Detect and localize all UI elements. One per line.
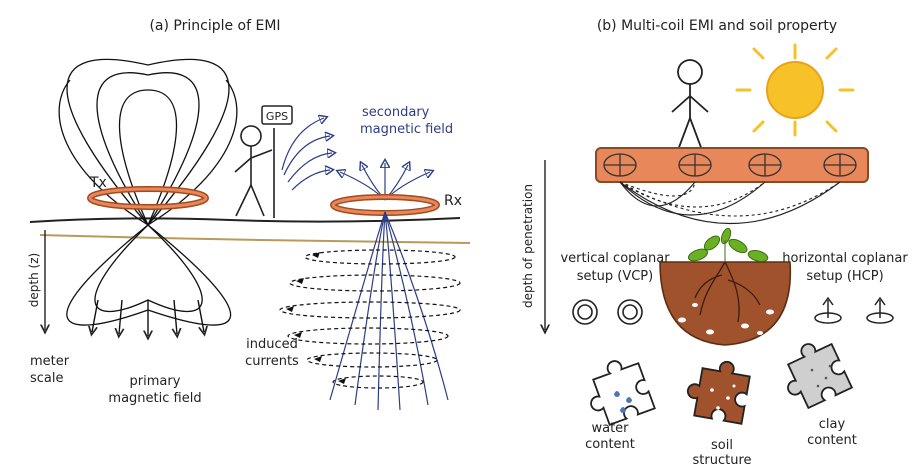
surveyor-figure <box>671 59 709 151</box>
tx-label: Tx <box>89 175 107 191</box>
soil-boundary-line <box>39 234 471 244</box>
gps-label: GPS <box>266 110 288 123</box>
plant-leaves <box>687 227 769 262</box>
multi-coil-instrument <box>595 147 869 183</box>
plant-roots <box>694 261 761 323</box>
water-content-line1: water <box>591 421 629 436</box>
panel-b-title: (b) Multi-coil EMI and soil property <box>597 18 837 34</box>
primary-field-line2: magnetic field <box>108 391 201 406</box>
secondary-field-fan <box>281 118 332 191</box>
vcp-label-line1: vertical coplanar <box>560 251 670 266</box>
secondary-field-line2: magnetic field <box>360 122 453 137</box>
clay-content-line2: content <box>807 433 857 448</box>
sun-icon <box>735 43 855 137</box>
soil-structure-line1: soil <box>711 438 733 453</box>
primary-field-lines <box>58 58 238 326</box>
soil-structure-line2: structure <box>693 453 752 467</box>
water-content-puzzle <box>590 360 656 426</box>
instrument-coils <box>603 153 857 177</box>
ground-surface-line <box>29 217 461 223</box>
panel-a: (a) Principle of EMI Tx depth (z) meter <box>27 18 471 411</box>
penetration-curves <box>619 181 841 224</box>
induced-current-arrowheads <box>286 252 346 384</box>
induced-currents-line2: currents <box>245 354 299 369</box>
clay-content-line1: clay <box>819 417 846 432</box>
gps-sign <box>261 105 293 125</box>
induced-currents-line1: induced <box>246 337 298 352</box>
vcp-label-line2: setup (VCP) <box>577 269 653 284</box>
rx-label: Rx <box>444 193 462 209</box>
operator-figure <box>234 125 275 218</box>
hcp-coil-icons <box>814 296 894 324</box>
clay-content-puzzle <box>786 342 854 410</box>
meter-scale-line2: scale <box>30 371 64 386</box>
soil-structure-puzzle <box>686 360 751 425</box>
soil-stones <box>678 303 774 335</box>
vcp-coil-icons <box>572 299 643 325</box>
depth-of-penetration-label: depth of penetration <box>521 184 535 308</box>
primary-field-line1: primary <box>130 374 181 389</box>
induced-current-loops <box>279 249 461 389</box>
soil-profile <box>659 261 792 346</box>
water-content-line2: content <box>585 437 635 452</box>
hcp-label-line1: horizontal coplanar <box>782 251 908 266</box>
depth-label: depth (z) <box>27 253 41 307</box>
panel-a-title: (a) Principle of EMI <box>149 18 280 34</box>
secondary-field-line1: secondary <box>362 105 430 120</box>
primary-field-arrows <box>92 299 204 336</box>
hcp-label-line2: setup (HCP) <box>806 269 883 284</box>
panel-b: (b) Multi-coil EMI and soil property <box>521 18 908 467</box>
meter-scale-line1: meter <box>30 354 70 369</box>
secondary-field-lines <box>329 211 449 411</box>
